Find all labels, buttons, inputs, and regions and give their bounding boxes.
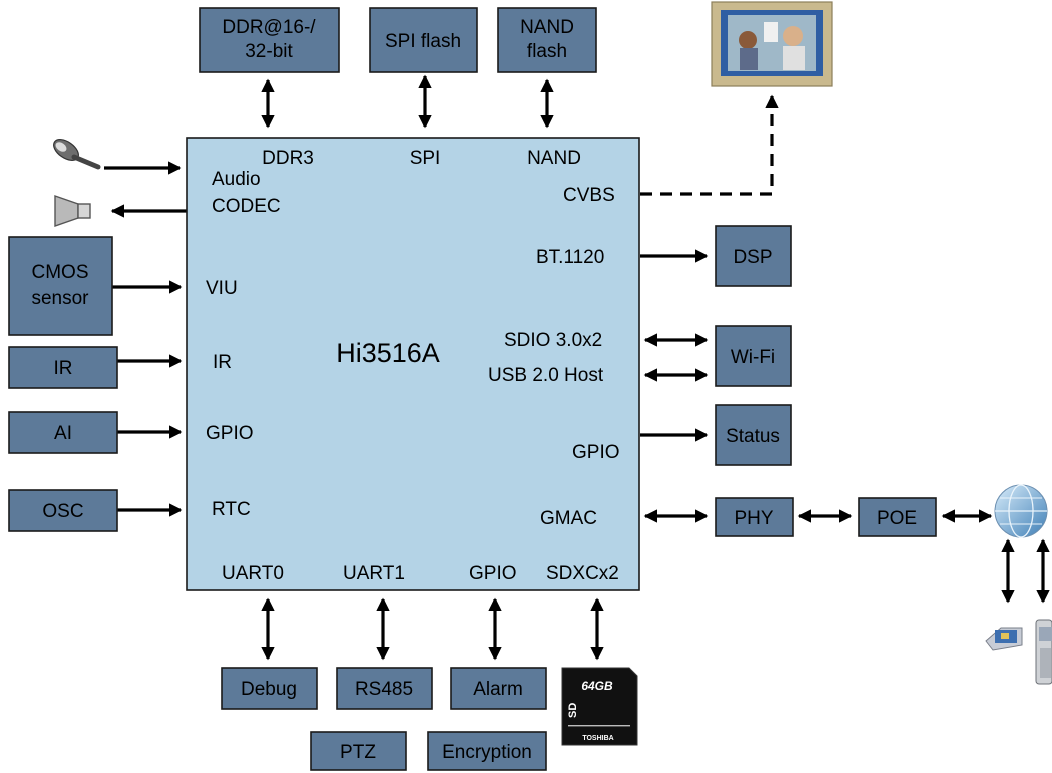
sd-card-icon: 64GB SD TOSHIBA: [561, 667, 638, 746]
spi-flash-block: [369, 7, 478, 73]
rs485-label: RS485: [355, 679, 413, 700]
speaker-icon: [54, 195, 91, 227]
cmos-sensor-block: [8, 236, 113, 336]
port-gpio-left: GPIO: [206, 423, 254, 444]
phone-icon: [1035, 619, 1052, 685]
wifi-label: Wi-Fi: [731, 347, 775, 368]
encryption-block: [427, 731, 547, 771]
alarm-label: Alarm: [473, 679, 523, 700]
wifi-block: [715, 325, 792, 387]
port-nand: NAND: [527, 148, 581, 169]
port-spi: SPI: [410, 148, 441, 169]
ddr-block: [199, 7, 340, 73]
ai-block: [8, 411, 118, 454]
globe-icon: [994, 484, 1048, 538]
ptz-label: PTZ: [340, 742, 376, 763]
tv-monitor-icon: [711, 1, 833, 87]
spi-flash-label: SPI flash: [385, 31, 461, 52]
nand-flash-block: [497, 7, 597, 73]
ir-block-label: IR: [54, 358, 73, 379]
port-uart1: UART1: [343, 563, 405, 584]
port-cvbs: CVBS: [563, 185, 615, 206]
port-uart0: UART0: [222, 563, 284, 584]
laptop-icon: [985, 627, 1023, 651]
sd-brand: TOSHIBA: [582, 735, 613, 742]
port-usb: USB 2.0 Host: [488, 365, 604, 386]
ptz-block: [310, 731, 407, 771]
svg-text:SD: SD: [567, 703, 579, 718]
port-ir: IR: [213, 352, 232, 373]
sd-capacity: 64GB: [581, 679, 613, 693]
phy-block: [715, 497, 794, 537]
port-gpio-bottom: GPIO: [469, 563, 517, 584]
phy-label: PHY: [734, 508, 773, 529]
port-ddr3: DDR3: [262, 148, 314, 169]
port-viu: VIU: [206, 278, 238, 299]
dsp-block: [715, 225, 792, 287]
cvbs-link: [640, 94, 779, 196]
status-label: Status: [726, 426, 780, 447]
status-block: [715, 404, 792, 466]
ddr-label: DDR@16-/32-bit: [222, 17, 316, 62]
connectors: [104, 74, 1050, 661]
chip-name: Hi3516A: [336, 338, 440, 368]
ir-block: [8, 346, 118, 389]
encryption-label: Encryption: [442, 742, 532, 763]
port-sdio: SDIO 3.0x2: [504, 330, 602, 351]
debug-block: [221, 667, 318, 710]
dsp-label: DSP: [733, 247, 772, 268]
soc-chip: [186, 137, 640, 591]
poe-block: [858, 497, 937, 537]
ai-block-label: AI: [54, 423, 72, 444]
debug-label: Debug: [241, 679, 297, 700]
port-bt1120: BT.1120: [536, 247, 604, 268]
rs485-block: [336, 667, 433, 710]
osc-block: [8, 489, 118, 532]
microphone-icon: [53, 139, 101, 170]
port-gpio-right: GPIO: [572, 442, 620, 463]
port-sdxc: SDXCx2: [546, 563, 619, 584]
alarm-block: [450, 667, 547, 710]
poe-label: POE: [877, 508, 917, 529]
port-rtc: RTC: [212, 499, 251, 520]
osc-block-label: OSC: [42, 501, 83, 522]
port-gmac: GMAC: [540, 508, 597, 529]
